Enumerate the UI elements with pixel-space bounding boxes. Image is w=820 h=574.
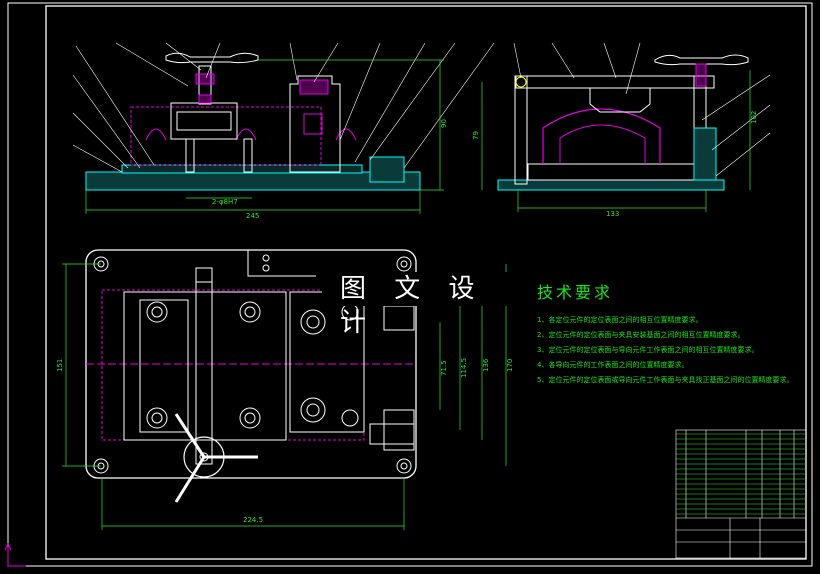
front-clamp-block xyxy=(170,102,238,140)
side-view: 133 79 102 xyxy=(472,42,771,218)
front-clamp-inner xyxy=(176,111,232,131)
front-arch-left xyxy=(145,128,167,141)
side-height-b-dim: 102 xyxy=(750,111,758,124)
side-right-block xyxy=(693,127,717,181)
plan-v4-dim: 170 xyxy=(506,359,514,372)
side-clamp-head xyxy=(589,87,651,113)
front-screw-collar xyxy=(195,73,215,85)
side-width-dim: 133 xyxy=(606,210,619,218)
front-height-dim: 90 xyxy=(440,119,448,128)
tech-requirement-item: 4、各导向元件的工作表面之间的位置精度要求。 xyxy=(537,361,689,369)
side-arch-inner xyxy=(559,124,646,164)
front-bracket xyxy=(289,75,341,173)
side-screw xyxy=(695,63,707,87)
tech-requirements-title: 技术要求 xyxy=(537,283,614,302)
side-top-bar xyxy=(515,75,715,89)
side-leaders xyxy=(513,42,771,177)
front-width-dim: 245 xyxy=(246,212,259,220)
front-dim-lines xyxy=(85,59,444,214)
front-hidden-body xyxy=(130,106,322,166)
front-arch-right xyxy=(335,128,357,141)
front-handle xyxy=(165,52,259,64)
ucs-icon xyxy=(4,542,26,567)
plan-handle-arm-2 xyxy=(174,456,206,503)
plan-side-block-top xyxy=(383,305,415,331)
side-dim-lines xyxy=(481,70,751,212)
plan-view: 224.5 151 71.5 114.5 136 170 xyxy=(56,249,514,530)
side-post-left xyxy=(514,75,528,185)
title-block-rows xyxy=(676,433,806,515)
front-arch-mid xyxy=(235,128,257,141)
front-bracket-top xyxy=(299,79,329,95)
sheet-border-outer xyxy=(7,2,813,567)
tech-requirement-item: 1、各定位元件的定位表面之间的相互位置精度要求。 xyxy=(537,316,703,324)
plan-handle-arm-3 xyxy=(174,413,206,458)
side-height-a-dim: 79 xyxy=(472,131,480,140)
front-view: 245 90 2-φ8H7 xyxy=(72,42,495,220)
side-arch xyxy=(542,108,661,164)
plan-small-hole-2 xyxy=(262,264,270,272)
front-right-block xyxy=(369,156,405,183)
plan-v2-dim: 114.5 xyxy=(460,358,468,378)
plan-small-hole-1 xyxy=(262,254,270,262)
watermark-title: 图 文 设 计 xyxy=(322,272,520,338)
front-screw xyxy=(198,65,212,105)
plan-width-dim: 224.5 xyxy=(243,516,263,524)
front-screw-nut xyxy=(198,94,212,104)
plan-height-dim: 151 xyxy=(56,359,64,372)
plan-slide xyxy=(195,267,213,465)
plan-hidden-body xyxy=(101,289,365,441)
tech-requirement-item: 3、定位元件的定位表面与导向元件工作表面之间的相互位置精度要求。 xyxy=(537,346,759,354)
plan-slide-top xyxy=(195,267,213,283)
side-base xyxy=(497,179,725,191)
tech-requirement-item: 2、定位元件的定位表面与夹具安装基面之间的相互位置精度要求。 xyxy=(537,331,745,339)
side-handle xyxy=(654,54,749,66)
plan-corner-holes xyxy=(93,256,412,474)
plan-right-holes xyxy=(300,303,359,427)
front-post-left xyxy=(185,138,195,173)
front-hole-dim: 2-φ8H7 xyxy=(212,198,238,206)
front-leaders xyxy=(72,42,495,173)
front-post-right xyxy=(243,138,253,173)
plan-top-notch xyxy=(247,250,316,277)
plan-v1-dim: 71.5 xyxy=(440,360,448,376)
side-support xyxy=(527,163,695,181)
plan-dim-lines xyxy=(62,263,507,530)
tech-requirement-item: 5、定位元件的定位表面或导向元件工作表面与夹具找正基面之间的位置精度要求。 xyxy=(537,376,794,384)
side-pin xyxy=(515,76,527,88)
plan-left-plate xyxy=(123,291,287,441)
plan-side-block-bottom-inner xyxy=(369,423,415,445)
sheet-border-inner xyxy=(45,5,807,560)
plan-left-holes xyxy=(146,301,261,429)
tech-requirements-list: 1、各定位元件的定位表面之间的相互位置精度要求。 2、定位元件的定位表面与夹具安… xyxy=(537,313,793,388)
plan-v3-dim: 136 xyxy=(482,358,490,372)
plan-left-inner xyxy=(139,299,189,433)
front-bracket-hole xyxy=(303,113,323,135)
